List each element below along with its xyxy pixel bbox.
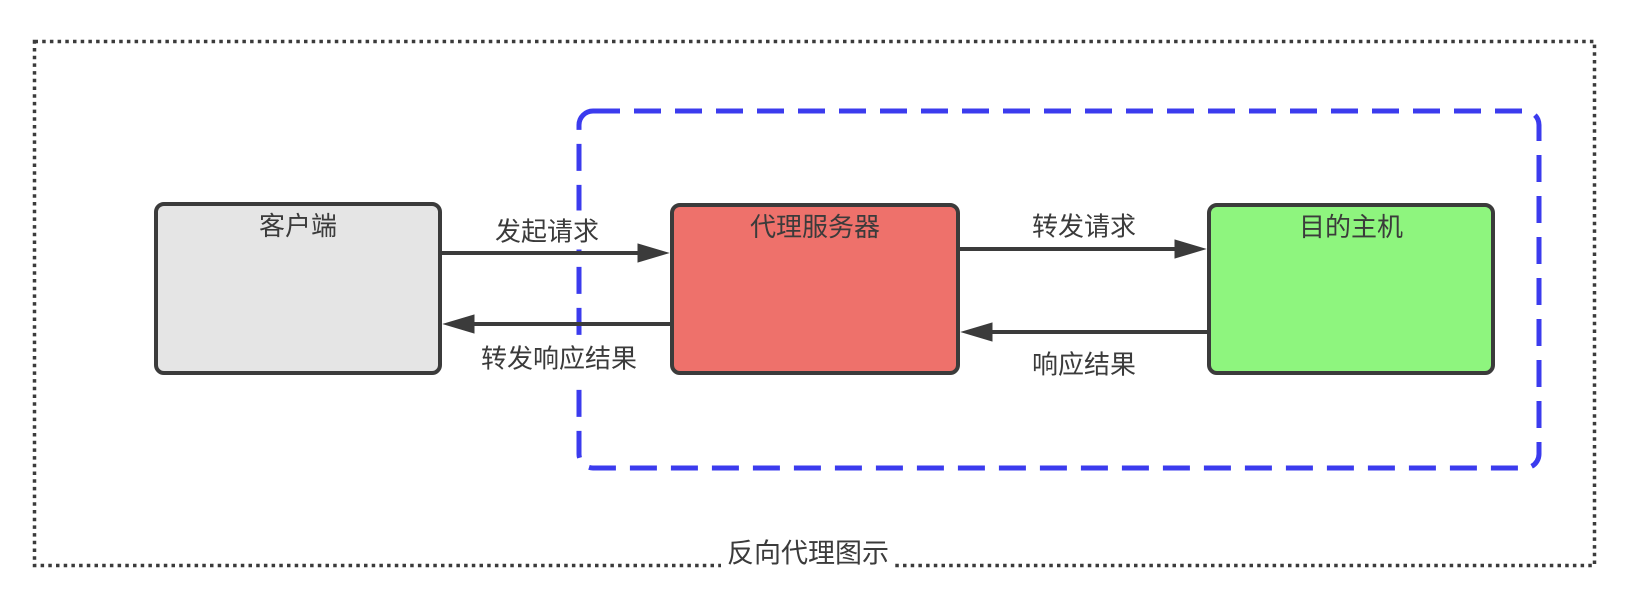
node-client: 客户端: [154, 202, 442, 375]
node-proxy-server-label: 代理服务器: [749, 212, 880, 242]
node-proxy-server: 代理服务器: [670, 203, 960, 375]
node-destination-host-label: 目的主机: [1298, 212, 1403, 242]
edge-label-forward-response: 转发响应结果: [474, 337, 644, 377]
edge-forward-response-arrowhead: [442, 314, 475, 334]
edge-forward-request-arrowhead: [1174, 239, 1207, 259]
edge-label-forward-request: 转发请求: [1025, 205, 1143, 245]
diagram-caption: 反向代理图示: [721, 530, 895, 572]
edge-initiate-request-arrowhead: [637, 243, 670, 263]
edge-label-response-result: 响应结果: [1025, 343, 1143, 383]
edge-label-initiate-request: 发起请求: [488, 210, 606, 250]
node-destination-host: 目的主机: [1207, 203, 1495, 375]
edge-forward-response: [442, 314, 670, 334]
node-client-label: 客户端: [258, 211, 337, 241]
edge-response-result-arrowhead: [960, 322, 993, 342]
